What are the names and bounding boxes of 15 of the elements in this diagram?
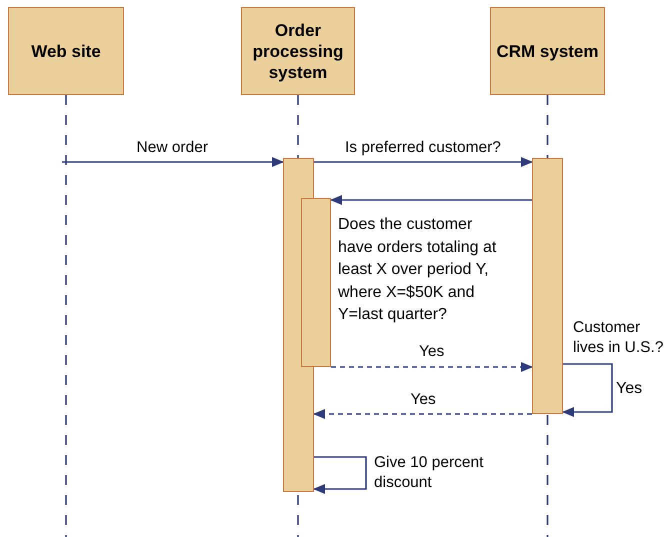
message-arrow xyxy=(314,157,533,167)
message-arrow xyxy=(331,362,533,372)
message-arrow xyxy=(562,363,613,417)
note-text: Does the customer have orders totaling at least X over period Y, where X=$50K and Y=last quarter? xyxy=(338,215,498,325)
lifeline-header-box: Order processing system xyxy=(241,7,355,95)
reply-label: Yes xyxy=(616,379,642,399)
lifeline-header-box: Web site xyxy=(8,7,124,95)
activation-bar xyxy=(532,158,563,414)
message-arrow xyxy=(313,456,367,494)
message-arrow xyxy=(313,409,532,419)
message-arrow xyxy=(330,195,532,205)
message-arrow xyxy=(62,157,284,167)
activation-bar xyxy=(300,198,330,366)
message-label: Is preferred customer? xyxy=(343,139,503,157)
lifeline-header-box: CRM system xyxy=(490,7,605,95)
